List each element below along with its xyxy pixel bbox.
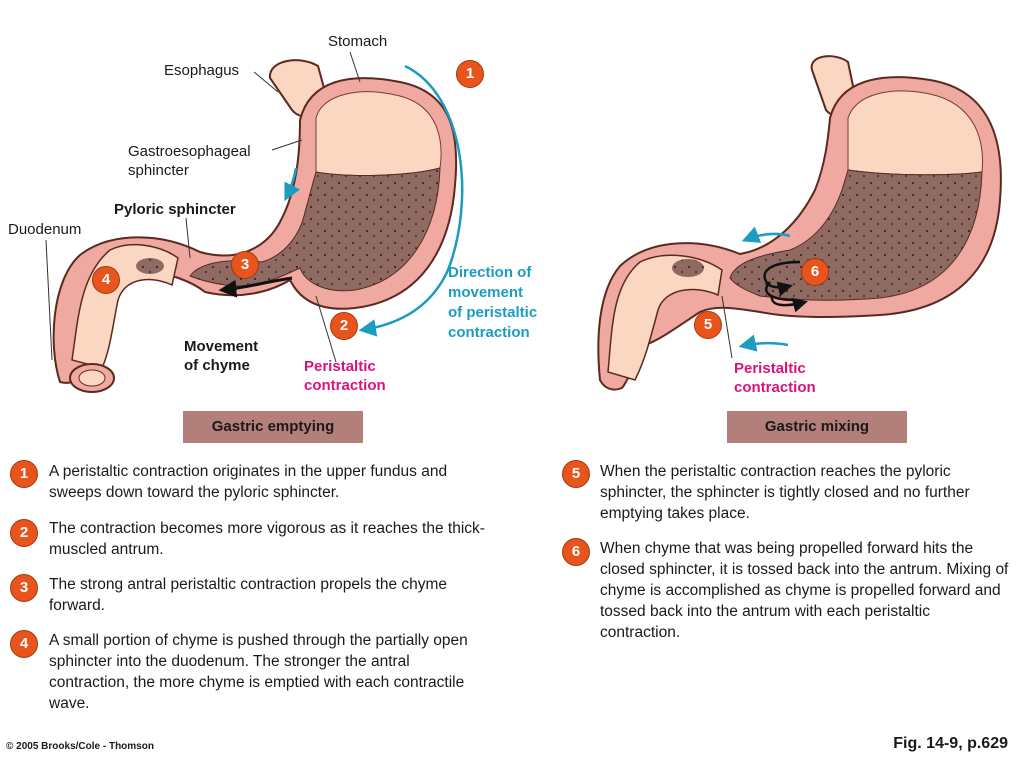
left-direction-arrow [358,64,464,337]
gastric-mixing-banner: Gastric mixing [727,411,907,443]
step-6-badge: 6 [562,538,590,566]
right-duodenal-chyme [672,259,704,277]
pyloric-sphincter-label: Pyloric sphincter [114,201,236,218]
step-1-badge: 1 [10,460,38,488]
right-peristaltic-label-line2: contraction [734,379,816,396]
right-blue-arrow-bottom [738,334,789,352]
movement-label-line2: of chyme [184,357,250,374]
left-ge-arrow [284,167,301,202]
step-1-text: A peristaltic contraction originates in … [49,463,448,501]
step-6-text: When chyme that was being propelled forw… [600,540,1009,641]
step-2-text: The contraction becomes more vigorous as… [49,520,485,558]
right-blue-arrow-top [741,226,791,243]
gastroesophageal-label-line2: sphincter [128,162,189,179]
step-5-text: When the peristaltic contraction reaches… [600,463,970,522]
figure-reference: Fig. 14-9, p.629 [893,735,1008,752]
right-duodenum [607,254,723,381]
gastroesophageal-label-line1: Gastroesophageal [128,143,251,160]
direction-label-line2: movement [448,284,524,301]
left-badge-4: 4 [92,266,120,294]
duodenum-label: Duodenum [8,221,82,238]
step-5-badge: 5 [562,460,590,488]
left-chyme-arrow [218,276,293,298]
step-4-text: A small portion of chyme is pushed throu… [49,632,468,712]
copyright: © 2005 Brooks/Cole - Thomson [6,741,154,752]
right-badge-5: 5 [694,311,722,339]
left-badge-1: 1 [456,60,484,88]
direction-label-line4: contraction [448,324,530,341]
step-4-badge: 4 [10,630,38,658]
right-mixing-arrow-3 [770,295,808,313]
stomach-label: Stomach [328,33,388,50]
left-peristaltic-label-line1: Peristaltic [304,358,376,375]
left-badge-2: 2 [330,312,358,340]
direction-label-line1: Direction of [448,264,532,281]
right-peristaltic-label-line1: Peristaltic [734,360,806,377]
step-3-badge: 3 [10,574,38,602]
left-badge-3: 3 [231,251,259,279]
movement-label-line1: Movement [184,338,259,355]
left-peristaltic-label-line2: contraction [304,377,386,394]
right-stomach [597,55,1002,391]
step-3-text: The strong antral peristaltic contractio… [49,576,448,614]
right-badge-6: 6 [801,258,829,286]
step-2-badge: 2 [10,519,38,547]
right-mixing-arrow-2 [764,281,796,302]
gastric-emptying-banner: Gastric emptying [183,411,363,443]
left-duodenal-chyme [136,258,164,274]
direction-label-line3: of peristaltic [448,304,538,321]
esophagus-label: Esophagus [164,62,240,79]
